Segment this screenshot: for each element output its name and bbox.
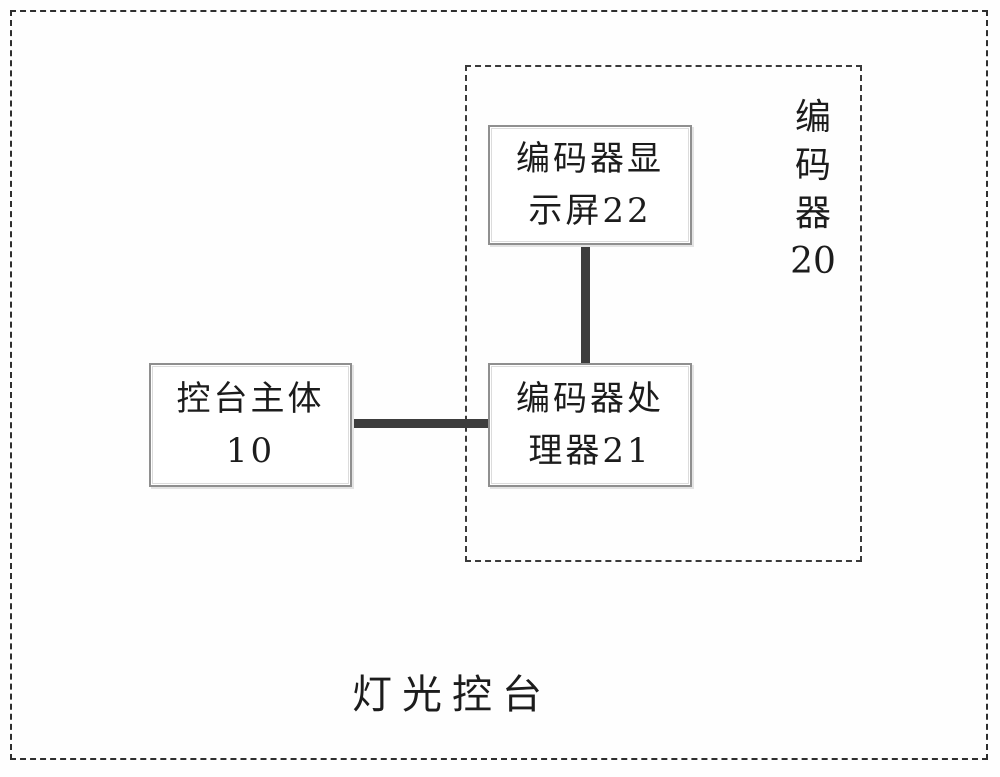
- encoder-display-label-line2: 示屏22: [528, 191, 652, 231]
- console-body-label-line2: 10: [225, 431, 276, 471]
- encoder-display-label-line1: 编码器显: [516, 139, 664, 179]
- console-body-label-line1: 控台主体: [176, 379, 325, 419]
- encoder-group-label-char: 码: [794, 145, 831, 186]
- encoder-processor-label-line2: 理器21: [528, 431, 652, 471]
- encoder-processor-label-line1: 编码器处: [516, 379, 664, 419]
- lighting-console-boundary: [10, 10, 988, 760]
- connector-display-processor: [581, 243, 590, 367]
- connector-console-processor: [344, 419, 492, 428]
- encoder-group-boundary: [465, 65, 862, 562]
- encoder-processor-box: 编码器处 理器21: [488, 363, 692, 487]
- diagram-caption: 灯光控台: [352, 672, 552, 718]
- encoder-display-box: 编码器显 示屏22: [488, 125, 692, 245]
- console-body-box: 控台主体 10: [149, 363, 352, 487]
- encoder-group-number: 20: [790, 241, 836, 282]
- encoder-group-label-char: 器: [794, 193, 831, 234]
- encoder-group-label: 编 码 器 20: [788, 94, 838, 286]
- encoder-group-label-char: 编: [794, 97, 831, 138]
